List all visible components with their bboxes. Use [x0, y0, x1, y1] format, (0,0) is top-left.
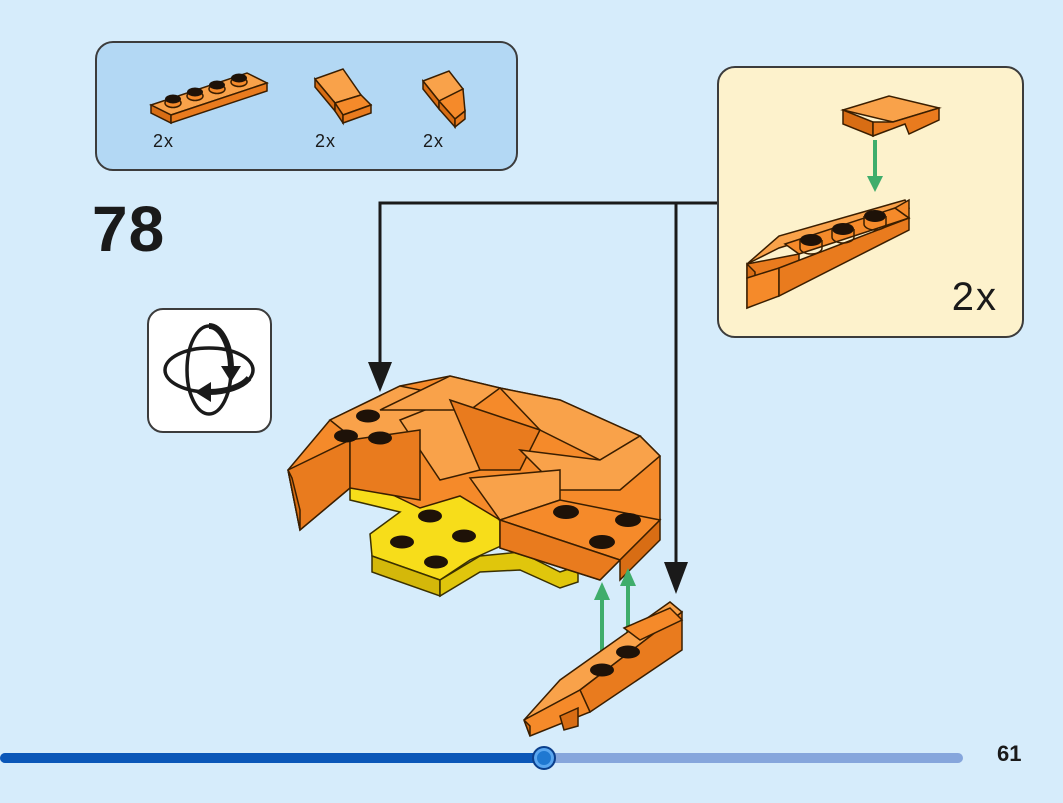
orange-wedge-plate-left-icon	[313, 68, 373, 126]
rotate-indicator-box	[147, 308, 272, 433]
callout-box: 2x	[717, 66, 1024, 338]
plate-with-wedge-part	[746, 198, 911, 310]
rotate-model-icon	[163, 322, 255, 416]
orange-wedge-plate-right-icon	[421, 70, 466, 129]
orange-body-assembly	[287, 375, 662, 582]
step-number: 78	[92, 193, 166, 265]
parts-list-item: 2x	[313, 43, 383, 173]
part-count: 2x	[423, 131, 445, 151]
callout-arrow-right	[664, 562, 688, 594]
lower-sub-assembly	[523, 601, 684, 737]
parts-list-item: 2x	[149, 43, 279, 173]
progress-bar	[0, 746, 963, 770]
part-count: 2x	[315, 131, 337, 151]
callout-pointer-lines	[378, 201, 717, 566]
callout-count: 2x	[951, 275, 998, 319]
callout-arrow-left	[368, 362, 392, 392]
progress-bar-knob	[532, 746, 556, 770]
part-count: 2x	[153, 131, 175, 151]
page-number: 61	[997, 741, 1022, 766]
wedge-plate-part	[840, 95, 942, 138]
parts-list-item: 2x	[419, 43, 479, 173]
parts-list-box: 2x 2x 2x	[95, 41, 518, 171]
orange-1x4-plate-icon	[149, 72, 269, 125]
callout-sub-assembly	[746, 95, 942, 310]
progress-bar-fill	[0, 753, 544, 763]
